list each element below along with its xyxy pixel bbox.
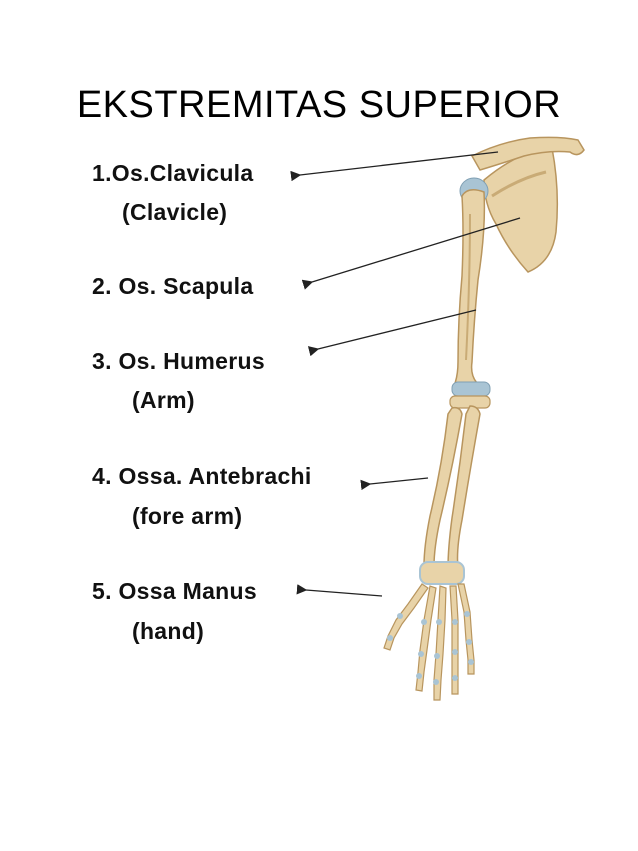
clavicle-bone <box>470 136 585 171</box>
label-humerus-sub: (Arm) <box>132 387 195 413</box>
scapula-bone <box>483 147 559 273</box>
hand-bones <box>383 583 475 701</box>
label-manus: 5. Ossa Manus <box>92 578 257 604</box>
finger-joints <box>387 611 474 685</box>
arrow-manus <box>296 584 383 597</box>
ulna-bone <box>447 405 481 569</box>
radius-bone <box>423 406 463 567</box>
slide-title: EKSTREMITAS SUPERIOR <box>76 84 562 126</box>
arrow-clavicula <box>290 151 499 182</box>
label-scapula: 2. Os. Scapula <box>92 273 254 299</box>
arrow-scapula <box>301 217 521 290</box>
label-antebrachi-sub: (fore arm) <box>132 503 243 529</box>
elbow-joint-cartilage <box>451 381 491 397</box>
label-antebrachi: 4. Ossa. Antebrachi <box>92 463 312 489</box>
arrow-antebrachi <box>360 477 429 491</box>
wrist-carpals <box>419 561 465 585</box>
label-humerus: 3. Os. Humerus <box>92 348 265 374</box>
label-clavicula: 1.Os.Clavicula <box>92 160 254 186</box>
arrow-humerus <box>307 309 477 357</box>
label-manus-sub: (hand) <box>132 618 205 644</box>
label-clavicula-sub: (Clavicle) <box>122 199 228 225</box>
